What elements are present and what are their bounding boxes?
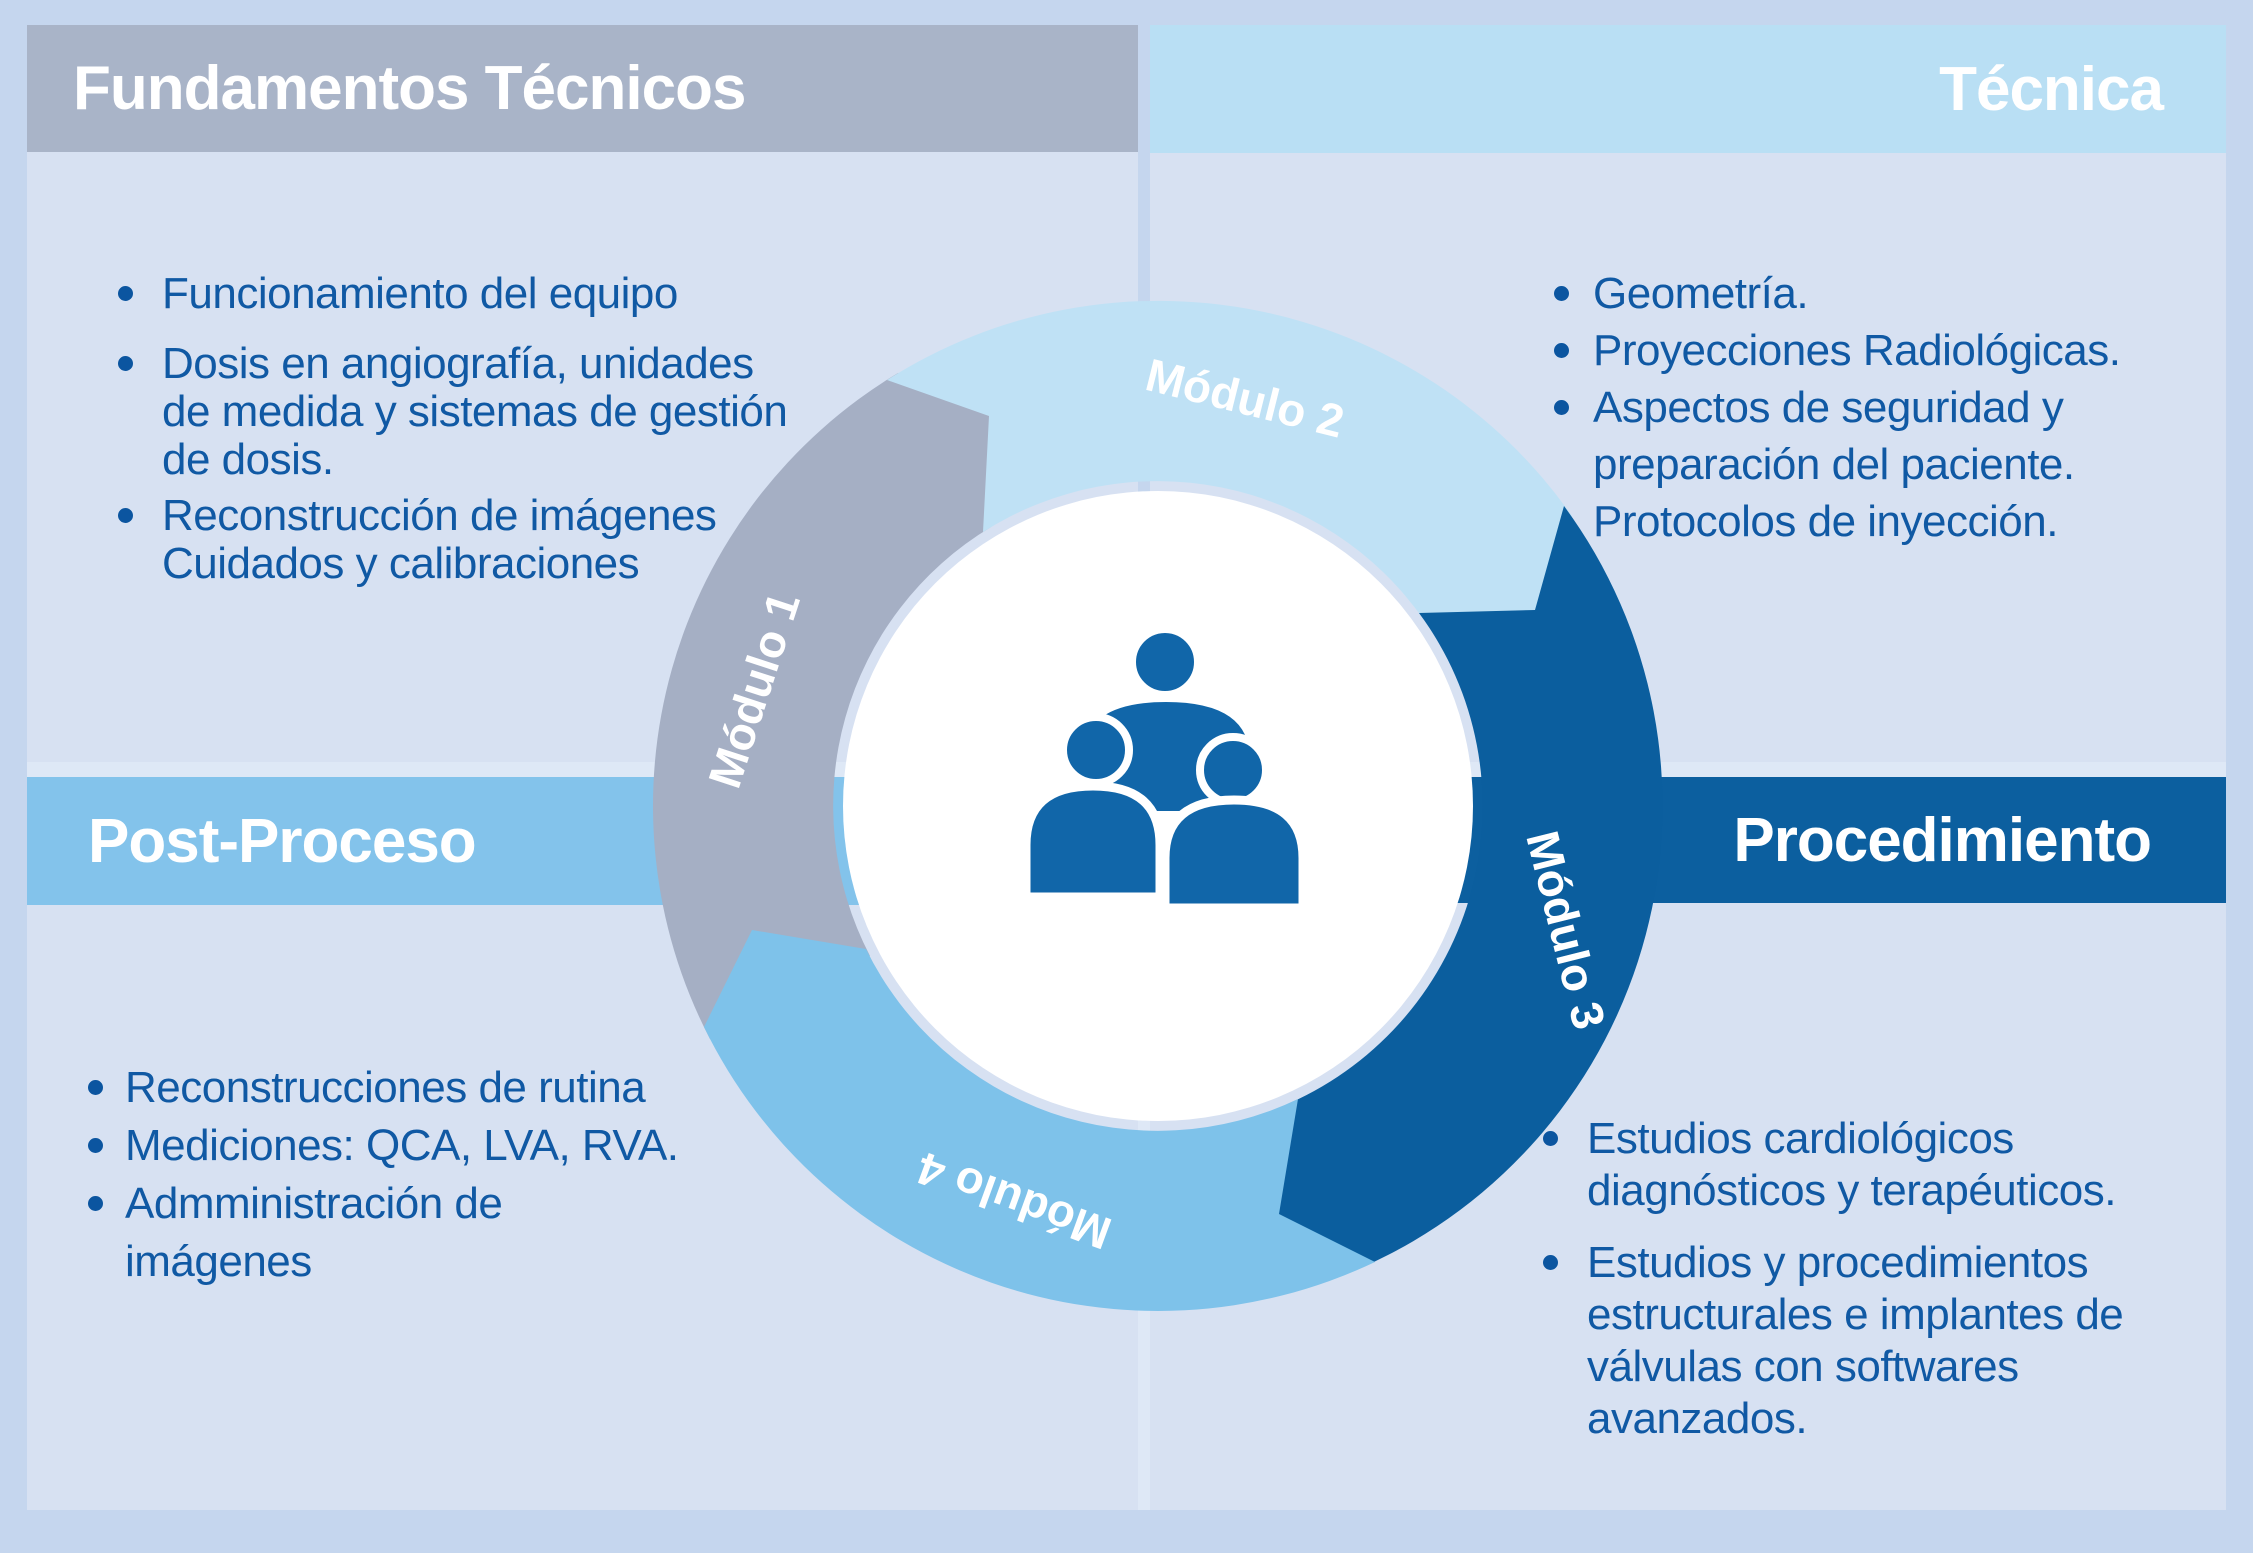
list-item: Funcionamiento del equipo: [118, 270, 787, 318]
modulo-3-arc: [1268, 506, 1663, 1267]
list-item: Proyecciones Radiológicas.: [1554, 322, 2121, 379]
header-title: Fundamentos Técnicos: [73, 54, 746, 123]
header-tecnica: Técnica: [1150, 25, 2226, 153]
list-tecnica: Geometría. Proyecciones Radiológicas. Aspe…: [1554, 265, 2121, 550]
list-item-text: Proyecciones Radiológicas.: [1593, 326, 2121, 375]
list-item: Protocolos de inyección.: [1554, 493, 2121, 550]
header-title: Post-Proceso: [88, 806, 477, 876]
bullet-dot-icon: [1554, 400, 1569, 415]
list-item-text: Reconstrucciones de rutina: [125, 1063, 646, 1112]
bullet-dot-icon: [1554, 286, 1569, 301]
bullet-dot-icon: [88, 1080, 103, 1095]
bullet-dot-icon: [88, 1196, 103, 1211]
bullet-dot-icon: [1543, 1131, 1558, 1146]
list-item-text: Geometría.: [1593, 269, 1809, 318]
modulo-2-arc: [887, 300, 1572, 620]
list-item-text: Funcionamiento del equipo: [162, 269, 678, 318]
list-item: Geometría.: [1554, 265, 2121, 322]
bullet-dot-icon: [118, 286, 133, 301]
bullet-dot-icon: [1543, 1255, 1558, 1270]
bullet-dot-icon: [118, 356, 133, 371]
bullet-dot-icon: [1554, 343, 1569, 358]
bullet-dot-icon: [118, 508, 133, 523]
list-item: Reconstrucciones de rutina: [88, 1059, 679, 1117]
modulo-1-arc: [652, 373, 999, 1039]
people-group-icon: [1021, 625, 1308, 913]
bullet-dot-icon: [88, 1138, 103, 1153]
header-title: Técnica: [1939, 54, 2164, 124]
list-item-text: Protocolos de inyección.: [1593, 497, 2058, 546]
list-item: Mediciones: QCA, LVA, RVA.: [88, 1117, 679, 1175]
header-title: Procedimiento: [1733, 805, 2152, 875]
list-item-text: Mediciones: QCA, LVA, RVA.: [125, 1121, 679, 1170]
header-fundamentos-tecnicos: Fundamentos Técnicos: [27, 25, 1138, 152]
modulo-4-arc: [704, 930, 1375, 1311]
